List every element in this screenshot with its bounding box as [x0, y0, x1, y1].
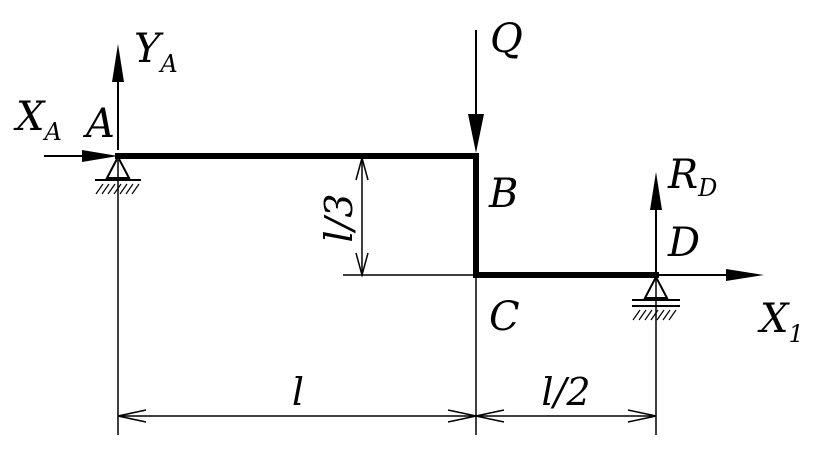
dimension-label-span-ab: l [292, 370, 304, 414]
label-point-c: C [489, 294, 520, 340]
roller-support-d-icon [632, 274, 680, 321]
dimension-label-span-cd: l/2 [541, 370, 590, 414]
dimension-arrow-height-top [355, 155, 369, 181]
label-reaction-xa: XA [13, 94, 62, 146]
beam-structure [115, 153, 659, 278]
label-point-b: B [488, 171, 518, 217]
dimension-arrow-span-cd-left [475, 409, 505, 423]
axis-x1-arrow-icon [656, 269, 764, 281]
force-q-arrow-icon [468, 30, 484, 153]
label-point-a: A [82, 101, 115, 147]
label-reaction-rd: RD [667, 152, 717, 202]
reaction-rd-arrow-icon [650, 172, 662, 272]
pin-support-a-icon [95, 154, 141, 195]
reaction-xa-arrow-icon [44, 150, 118, 162]
dimension-arrow-span-ab-left [117, 409, 147, 423]
label-force-q: Q [490, 16, 523, 62]
label-reaction-ya: YA [134, 26, 178, 78]
dimension-label-height: l/3 [317, 193, 361, 242]
dimension-arrow-height-bottom [355, 252, 369, 278]
dimension-arrow-span-cd-right [627, 409, 657, 423]
reaction-ya-arrow-icon [112, 44, 124, 150]
label-point-d: D [667, 220, 700, 266]
label-axis-x1: X1 [757, 296, 804, 348]
